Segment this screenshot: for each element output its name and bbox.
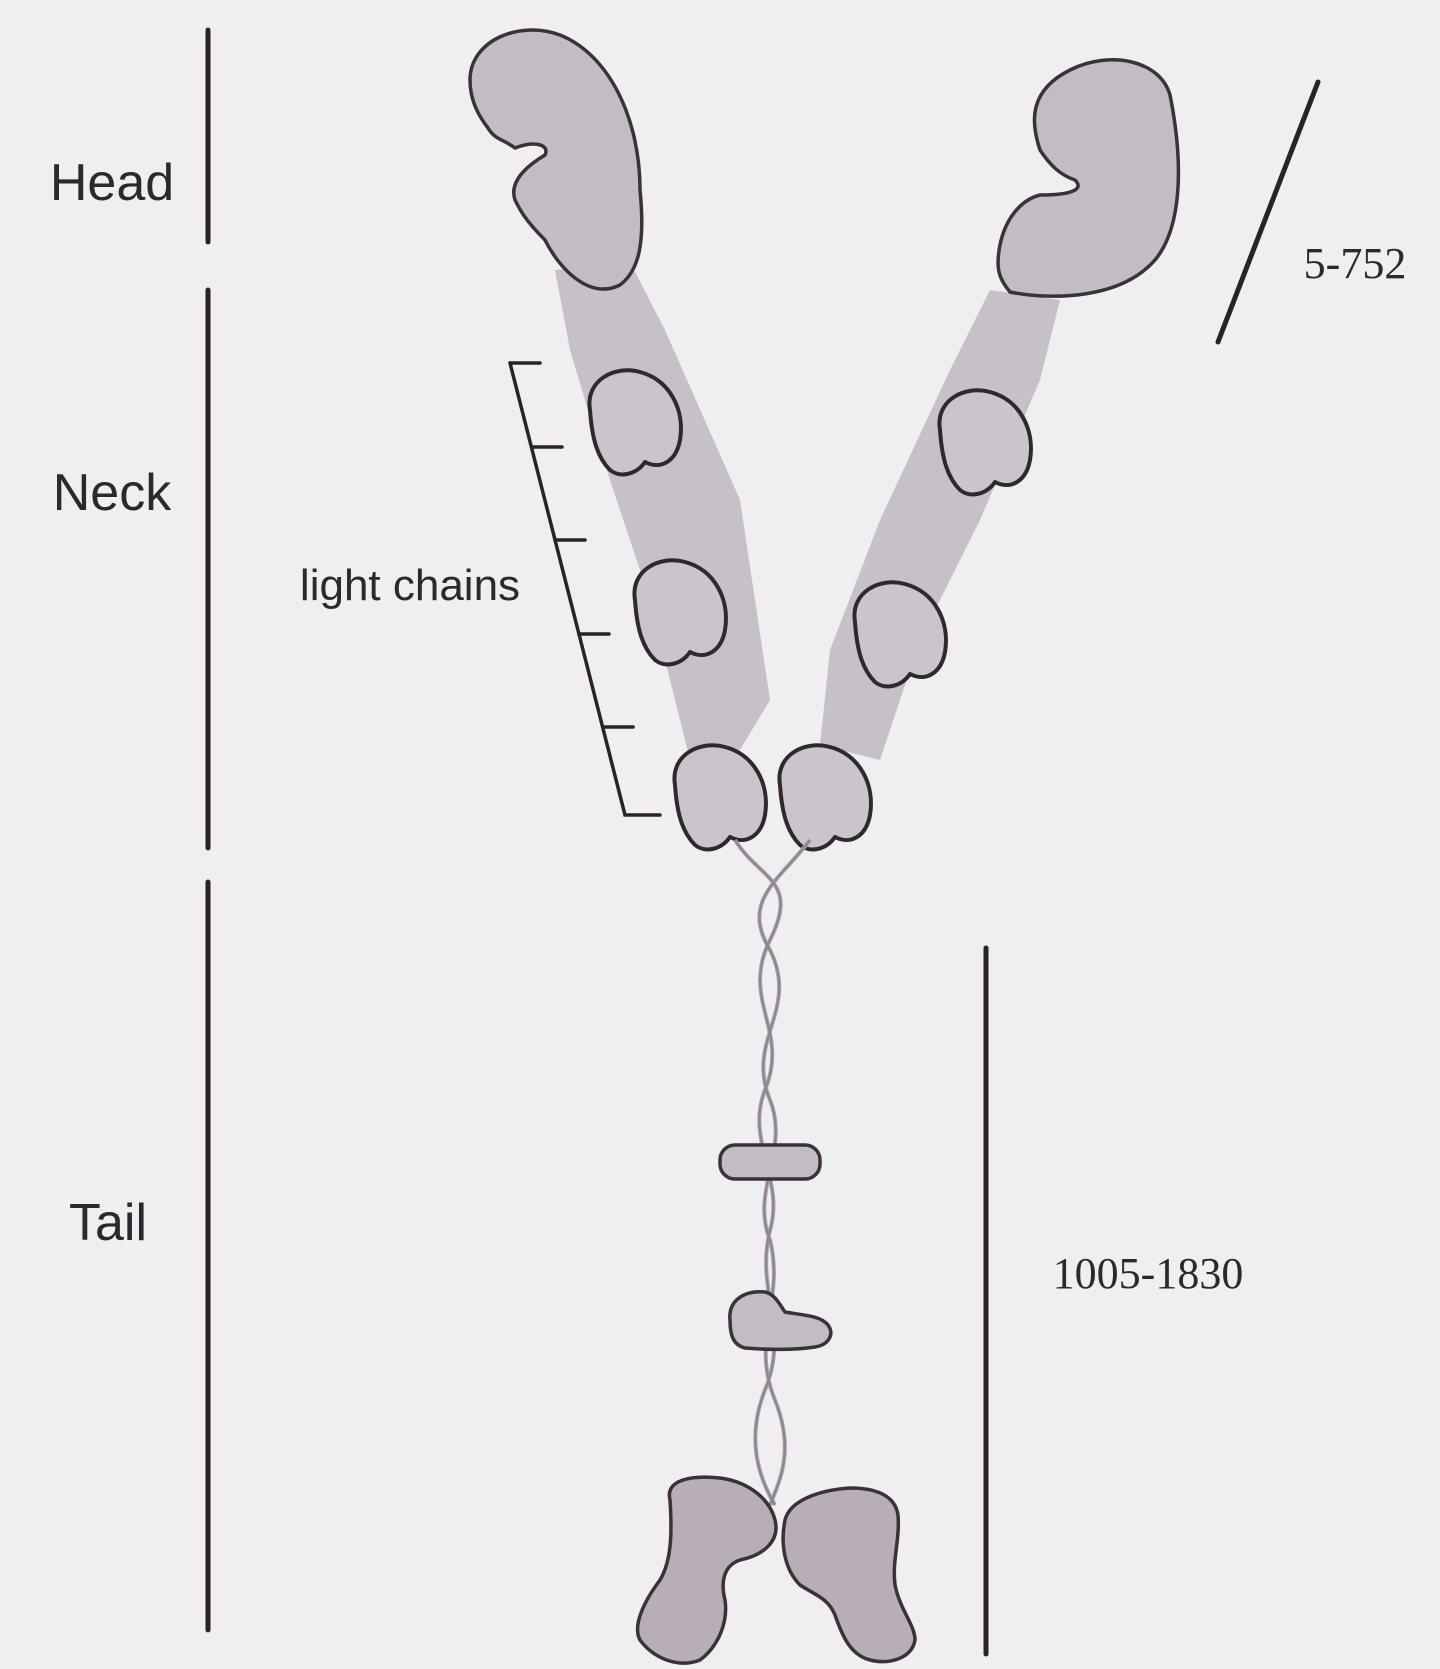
left-motor-head	[470, 30, 642, 289]
neck-segments	[555, 262, 1060, 760]
neck-label: Neck	[53, 464, 172, 522]
head-label: Head	[50, 154, 174, 212]
head-residue-line	[1218, 82, 1318, 342]
tail-mid-domain	[730, 1292, 831, 1350]
tail-bar-domain	[720, 1145, 820, 1179]
head-residue-range: 5-752	[1304, 239, 1407, 288]
tail-label: Tail	[69, 1194, 147, 1252]
right-cargo-domain	[783, 1488, 915, 1662]
left-cargo-domain	[638, 1477, 776, 1663]
light-chains-label: light chains	[300, 561, 520, 610]
tail-residue-range: 1005-1830	[1053, 1249, 1244, 1298]
region-markers: Head Neck Tail	[50, 30, 208, 1630]
light-chain-domains	[589, 370, 1030, 849]
right-motor-head	[998, 60, 1178, 296]
motor-heads	[470, 30, 1178, 296]
